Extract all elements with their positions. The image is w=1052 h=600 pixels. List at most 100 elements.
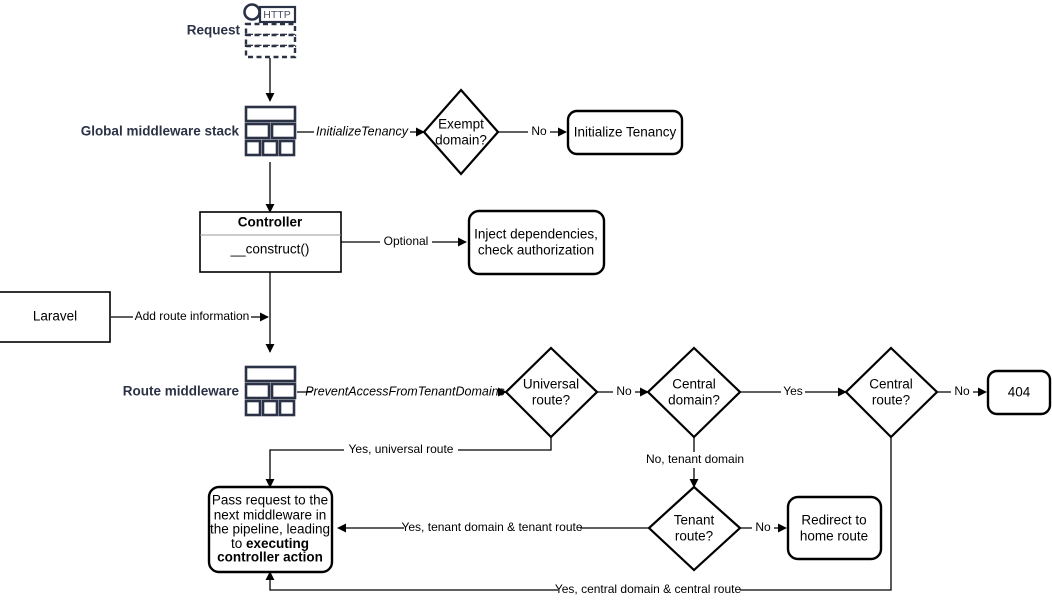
node-inject-dependencies-label-line2: check authorization (478, 243, 594, 258)
decision-exempt-domain[interactable]: Exempt domain? (422, 88, 500, 176)
node-redirect-home-route-shape[interactable] (786, 495, 883, 561)
http-request-icon-label: HTTP (263, 9, 290, 21)
route-middleware-icon-row2-a (244, 382, 271, 400)
decision-tenant-route-label-line1: Tenant (674, 513, 715, 528)
node-pass-request-line2: next middleware in (214, 508, 327, 523)
decision-universal-route-shape[interactable] (504, 346, 599, 439)
node-inject-dependencies-label-line1: Inject dependencies, (474, 227, 598, 242)
edge-label-central-domain-and-central-route: Yes, central domain & central route (555, 582, 742, 596)
node-pass-request-line4-prefix: to (231, 536, 246, 551)
decision-universal-route-label-line2: route? (532, 393, 570, 408)
node-laravel-shape[interactable] (0, 291, 111, 343)
decision-exempt-domain-shape[interactable] (422, 88, 500, 176)
http-request-icon-body-1 (244, 22, 297, 37)
edge-label-universal-route-no: No (616, 384, 632, 398)
node-pass-request-line3: the pipeline, leading (210, 522, 330, 537)
edge-label-bg-add-route-information (133, 309, 251, 325)
middleware-stack-icon-row3-b (261, 139, 279, 157)
middleware-stack-icon-row3-c (278, 139, 296, 157)
node-controller-method: __construct() (230, 242, 310, 257)
node-inject-dependencies[interactable]: Inject dependencies, check authorization (467, 209, 606, 276)
edge-label-bg-prevent-access (312, 384, 498, 400)
node-pass-request-line4-bold: executing (246, 536, 309, 551)
decision-central-domain-shape[interactable] (646, 346, 742, 439)
edge-label-initialize-tenancy: InitializeTenancy (316, 124, 409, 138)
middleware-stack-icon-row2-a (244, 122, 271, 140)
node-controller-header: Controller (238, 215, 303, 230)
route-middleware-icon-row3-c (278, 399, 296, 417)
decision-universal-route-label-line1: Universal (523, 377, 579, 392)
middleware-stack-icon-row1 (244, 105, 297, 123)
edge-label-add-route-information: Add route information (135, 309, 250, 323)
edge-label-exempt-domain-no: No (531, 124, 547, 138)
decision-universal-route[interactable]: Universal route? (504, 346, 599, 439)
node-initialize-tenancy-label: Initialize Tenancy (574, 125, 677, 140)
node-redirect-home-route-label-line1: Redirect to (801, 513, 866, 528)
lane-label-route-middleware: Route middleware (123, 384, 240, 399)
node-controller[interactable]: Controller __construct() (199, 211, 342, 273)
edge-label-bg-exempt-no (528, 124, 550, 140)
node-pass-request-line5: controller action (217, 550, 323, 565)
middleware-stack-icon-row2-b (270, 122, 297, 140)
decision-central-domain-label-line2: domain? (668, 393, 720, 408)
node-redirect-home-route[interactable]: Redirect to home route (786, 495, 883, 561)
node-laravel[interactable]: Laravel (0, 291, 111, 343)
edge-label-universal-route-yes: Yes, universal route (349, 442, 454, 456)
edge-label-tenant-route-no: No (755, 520, 771, 534)
decision-exempt-domain-label-line2: domain? (435, 133, 487, 148)
edge-label-prevent-access-from-tenant-domains: PreventAccessFromTenantDomains (305, 384, 505, 398)
node-redirect-home-route-label-line2: home route (800, 529, 868, 544)
decision-tenant-route[interactable]: Tenant route? (647, 485, 742, 572)
edge-label-central-route-no: No (954, 384, 970, 398)
decision-central-route-label-line2: route? (872, 393, 910, 408)
node-controller-shape[interactable] (199, 211, 342, 273)
decision-tenant-route-shape[interactable] (647, 485, 742, 572)
node-404-shape[interactable] (986, 369, 1052, 416)
decision-central-route-shape[interactable] (844, 346, 939, 439)
node-pass-request-line4: to executing (231, 536, 309, 551)
decision-central-route-label-line1: Central (869, 377, 913, 392)
node-pass-request-shape[interactable] (207, 485, 334, 574)
edge-label-bg-tenant-route-yes (404, 520, 580, 536)
node-laravel-label: Laravel (33, 309, 77, 324)
http-request-icon: HTTP (243, 3, 297, 59)
edge-label-optional: Optional (384, 234, 429, 248)
node-404[interactable]: 404 (986, 369, 1052, 416)
middleware-stack-icon-global (244, 105, 297, 157)
node-initialize-tenancy-shape[interactable] (566, 109, 684, 156)
edge-label-bg-central-route-no (951, 384, 973, 400)
decision-central-route[interactable]: Central route? (844, 346, 939, 439)
route-middleware-icon-row2-b (270, 382, 297, 400)
route-middleware-icon-row3-a (244, 399, 262, 417)
edge-label-bg-initialize-tenancy (314, 124, 410, 140)
route-middleware-icon-row1 (244, 365, 297, 383)
http-request-icon-body-3 (244, 44, 297, 59)
node-pass-request[interactable]: Pass request to the next middleware in t… (207, 485, 334, 574)
middleware-stack-icon-row3-a (244, 139, 262, 157)
decision-tenant-route-label-line2: route? (675, 529, 713, 544)
decision-central-domain[interactable]: Central domain? (646, 346, 742, 439)
edge-label-bg-central-yes (558, 582, 740, 598)
lane-label-request: Request (187, 23, 241, 38)
node-inject-dependencies-shape[interactable] (467, 209, 606, 276)
node-404-label: 404 (1008, 385, 1031, 400)
lane-label-global-middleware-stack: Global middleware stack (81, 124, 240, 139)
edge-label-no-tenant-domain: No, tenant domain (646, 452, 744, 466)
edge-label-bg-universal-yes (344, 442, 458, 458)
http-request-icon-circle (243, 3, 261, 21)
route-middleware-icon-row3-b (261, 399, 279, 417)
edge-label-bg-universal-no (613, 384, 635, 400)
edge-label-bg-optional (380, 234, 432, 250)
edge-label-bg-tenant-route-no (752, 520, 774, 536)
node-initialize-tenancy[interactable]: Initialize Tenancy (566, 109, 684, 156)
edge-label-central-domain-yes: Yes (783, 384, 803, 398)
decision-exempt-domain-label-line1: Exempt (438, 117, 484, 132)
edge-label-bg-central-domain-yes (781, 384, 805, 400)
edge-label-tenant-route-yes: Yes, tenant domain & tenant route (401, 520, 582, 534)
middleware-stack-icon-route (244, 365, 297, 417)
node-pass-request-line1: Pass request to the (212, 493, 328, 508)
decision-central-domain-label-line1: Central (672, 377, 716, 392)
http-request-icon-body-2 (244, 33, 297, 48)
edge-label-bg-no-tenant-domain (639, 452, 751, 468)
